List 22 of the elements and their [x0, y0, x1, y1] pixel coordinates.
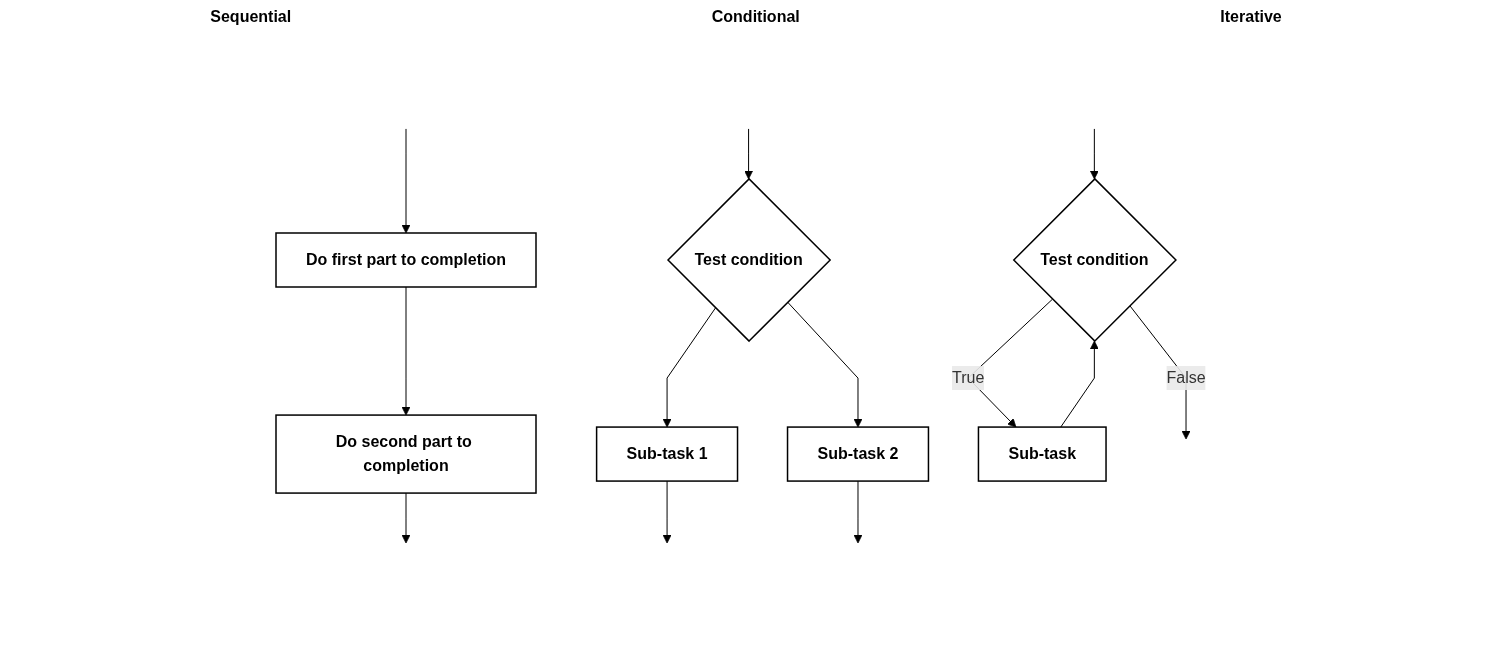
arrow: [662, 307, 716, 428]
decision-diamond: Test condition: [666, 177, 832, 343]
arrow: [744, 128, 753, 180]
decision-diamond: Test condition: [1012, 177, 1177, 343]
process-box: Sub-task: [977, 426, 1107, 482]
arrow: [401, 492, 411, 544]
arrow: [662, 480, 672, 544]
arrow: [853, 480, 863, 544]
process-box: Do first part to completion: [275, 232, 537, 288]
column-heading: Conditional: [711, 8, 800, 26]
column-heading: Iterative: [1220, 8, 1282, 26]
arrow: [1089, 128, 1099, 180]
arrow: [401, 128, 411, 234]
arrow: [401, 286, 411, 416]
arrow: [1060, 340, 1099, 428]
edge-label: False: [1166, 369, 1206, 387]
process-box: Do second part to completion: [275, 414, 537, 494]
process-box: Sub-task 2: [786, 426, 930, 482]
edge-label: True: [952, 369, 985, 387]
column-heading: Sequential: [210, 8, 292, 26]
process-box: Sub-task 1: [595, 426, 739, 482]
arrow: [787, 301, 863, 428]
